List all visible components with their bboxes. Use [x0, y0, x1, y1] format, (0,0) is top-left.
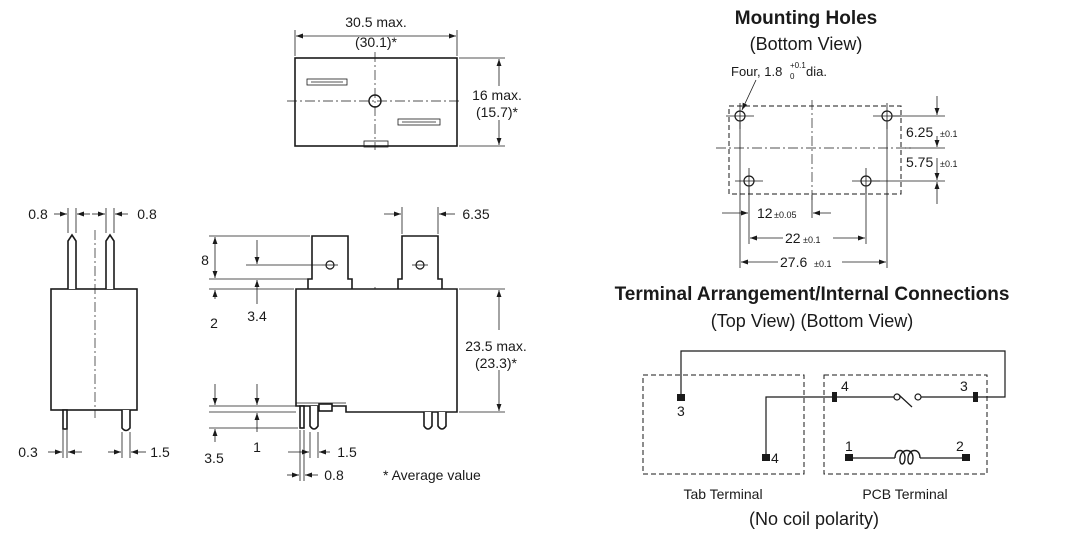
tab-terminal-label: Tab Terminal	[683, 486, 762, 502]
dim-575: 5.75	[906, 154, 933, 170]
terminal-subtitle: (Top View) (Bottom View)	[711, 311, 913, 331]
tab-pin-4: 4	[771, 450, 779, 466]
front-pcb-pin-b	[309, 406, 319, 430]
dim-12: 12	[757, 205, 773, 221]
front-tab-offset: 2	[210, 315, 218, 331]
side-pin-gap: 1.5	[150, 444, 170, 460]
front-pin-offset: 1	[253, 439, 261, 455]
side-view-body	[50, 288, 138, 411]
footprint-outline	[728, 105, 902, 195]
front-pcb-foot	[318, 403, 333, 412]
pcb-pin-2: 2	[956, 438, 964, 454]
switch-contact	[898, 394, 913, 408]
hole-tol-lower: 0	[790, 72, 795, 81]
tab-pad-3	[677, 394, 685, 401]
hole-tol-upper: +0.1	[790, 61, 806, 70]
pcb-pad-4	[832, 392, 837, 402]
top-width-avg: (30.1)*	[355, 34, 398, 50]
front-tab-height: 8	[201, 252, 209, 268]
dim-276: 27.6	[780, 254, 807, 270]
hole-size-suffix: dia.	[806, 64, 827, 79]
top-view-slot-left	[306, 78, 348, 86]
mounting-holes: Mounting Holes (Bottom View) Four, 1.8 +…	[716, 8, 957, 270]
average-value-note: * Average value	[383, 467, 481, 483]
terminal-title: Terminal Arrangement/Internal Connection…	[615, 284, 1010, 305]
pcb-pad-1	[845, 454, 853, 461]
top-view: 30.5 max. (30.1)* 16 max. (15.7)*	[287, 14, 526, 150]
tol-625: ±0.1	[940, 129, 957, 139]
terminal-arrangement: Terminal Arrangement/Internal Connection…	[615, 284, 1010, 529]
dim-625: 6.25	[906, 124, 933, 140]
pcb-pin-3: 3	[960, 378, 968, 394]
front-pin-width: 0.8	[324, 467, 344, 483]
top-height-max: 16 max.	[472, 87, 522, 103]
tab-pad-4	[762, 454, 770, 461]
hole-size-label: Four, 1.8	[731, 64, 782, 79]
side-pin-left	[62, 409, 68, 430]
front-tab-right	[397, 235, 443, 289]
front-body-height-max: 23.5 max.	[465, 338, 526, 354]
side-tab-right	[105, 233, 115, 289]
top-view-tab	[363, 140, 389, 148]
front-body-height-avg: (23.3)*	[475, 355, 518, 371]
top-view-slot-right	[397, 118, 441, 126]
dim-22: 22	[785, 230, 801, 246]
side-pin-width-right: 0.8	[137, 206, 157, 222]
pcb-pin-4: 4	[841, 378, 849, 394]
coil-icon	[894, 449, 921, 465]
front-tab-left	[307, 235, 353, 289]
front-pcb-pin-c	[423, 412, 433, 430]
tol-276: ±0.1	[814, 259, 831, 269]
tol-22: ±0.1	[803, 235, 820, 245]
front-view: 6.35 8 2 3.4 23.5 max. (23.3)* 3.5 1	[201, 206, 527, 483]
front-pcb-pin-d	[437, 412, 447, 430]
side-view: 0.8 0.8 0.3 1.5	[18, 206, 170, 460]
front-pin-gap: 1.5	[337, 444, 357, 460]
front-view-body	[295, 288, 458, 413]
top-width-max: 30.5 max.	[345, 14, 406, 30]
side-pin-right	[121, 410, 131, 432]
mounting-holes-subtitle: (Bottom View)	[750, 34, 863, 54]
pcb-pin-1: 1	[845, 438, 853, 454]
front-tab-hole-offset: 3.4	[247, 308, 267, 324]
side-pin-width-left: 0.8	[28, 206, 48, 222]
top-height-avg: (15.7)*	[476, 104, 519, 120]
no-coil-polarity-note: (No coil polarity)	[749, 509, 879, 529]
top-view-body	[294, 57, 458, 147]
tol-12: ±0.05	[774, 210, 796, 220]
pcb-terminal-label: PCB Terminal	[862, 486, 947, 502]
front-pcb-pin-a	[299, 405, 305, 429]
tol-575: ±0.1	[940, 159, 957, 169]
front-tab-width: 6.35	[462, 206, 489, 222]
side-tab-left	[67, 233, 77, 289]
pcb-terminal-box	[823, 374, 988, 475]
tab-terminal-box	[642, 374, 805, 475]
tab-pin-3: 3	[677, 403, 685, 419]
pcb-pad-2	[962, 454, 970, 461]
side-pin-thickness: 0.3	[18, 444, 38, 460]
mounting-holes-title: Mounting Holes	[735, 8, 877, 29]
top-view-center-mark	[368, 94, 382, 108]
pcb-pad-3	[973, 392, 978, 402]
front-pin-length: 3.5	[204, 450, 224, 466]
